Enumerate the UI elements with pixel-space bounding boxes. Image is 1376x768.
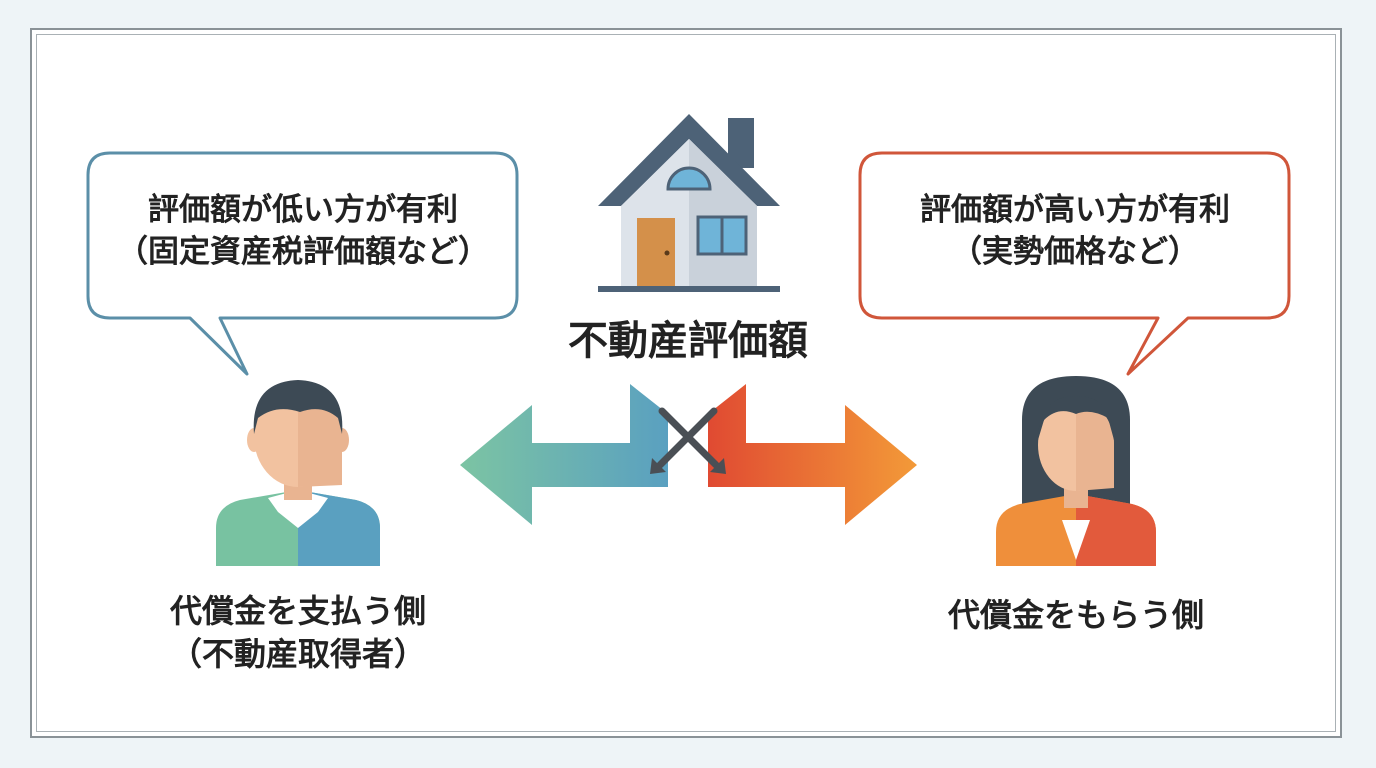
woman-avatar-icon (996, 376, 1156, 566)
cross-arrow-head-right (710, 458, 726, 474)
man-avatar-icon (216, 380, 380, 566)
left-bubble-text: 評価額が低い方が有利 （固定資産税評価額など） (88, 190, 518, 274)
right-speech-bubble (858, 151, 1291, 376)
cross-arrow-head-left (650, 458, 666, 474)
right-bubble-line1: 評価額が高い方が有利 (920, 192, 1230, 228)
left-bubble-line2: （固定資産税評価額など） (117, 233, 489, 270)
left-person-line1: 代償金を支払う側 (169, 592, 426, 630)
right-arrow (708, 384, 917, 525)
left-bubble-line1: 評価額が低い方が有利 (148, 192, 458, 228)
left-speech-bubble (86, 151, 519, 376)
right-bubble-line2: （実勢価格など） (951, 233, 1199, 270)
cross-arrows-icon (656, 407, 720, 469)
left-person-label: 代償金を支払う側 （不動産取得者） (118, 590, 478, 676)
diagram-title: 不動産評価額 (568, 318, 808, 364)
right-bubble-text: 評価額が高い方が有利 （実勢価格など） (860, 190, 1290, 274)
left-arrow (460, 384, 668, 525)
right-person-label: 代償金をもらう側 (896, 594, 1256, 637)
diagram-inner-border (36, 34, 1336, 732)
right-person-line1: 代償金をもらう側 (947, 596, 1204, 634)
left-person-line2: （不動産取得者） (169, 635, 426, 674)
house-icon (598, 114, 780, 292)
